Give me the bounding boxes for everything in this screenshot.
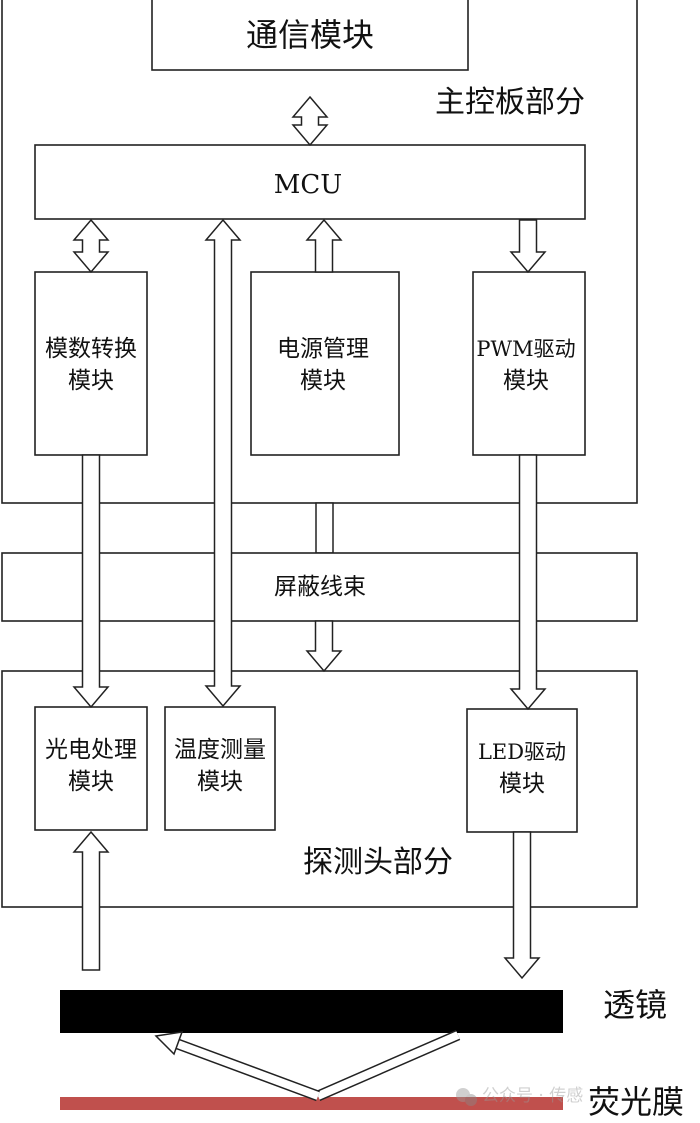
reflection-path: [154, 1029, 461, 1102]
light-in-arrow: [72, 830, 110, 971]
adc-mcu-arrow: [72, 218, 110, 274]
photo-module-label-1: 光电处理: [45, 737, 137, 763]
power-module-label-1: 电源管理: [277, 336, 369, 362]
lens-bar: [60, 990, 563, 1033]
reflection-in-fill: [173, 1039, 320, 1100]
power-mcu-arrow: [305, 218, 343, 273]
pwm-module-box: [472, 271, 586, 456]
adc-module-label-2: 模块: [68, 368, 114, 394]
power-module-label-2: 模块: [300, 368, 346, 394]
wechat-icon-bubble: [465, 1094, 477, 1106]
shield-harness-label: 屏蔽线束: [274, 574, 366, 600]
pwm-module-label-1: PWM驱动: [476, 337, 575, 361]
reflection-out-fill: [316, 1031, 460, 1100]
adc-module-label-1: 模数转换: [45, 336, 137, 362]
led-module-label-2: 模块: [499, 771, 545, 797]
pwm-module-label-2: 模块: [503, 368, 549, 394]
temp-module-box: [164, 706, 276, 831]
bundle-lower-arrow: [305, 620, 343, 673]
temp-module-label-2: 模块: [197, 769, 243, 795]
wechat-icon: [456, 1088, 470, 1102]
photo-module-label-2: 模块: [68, 769, 114, 795]
temp-module-label-1: 温度测量: [174, 737, 266, 763]
watermark-text: 公众号 · 传感: [482, 1086, 583, 1106]
mcu-box: [34, 144, 586, 220]
bundle-shaft-upper: [315, 502, 334, 554]
film-label: 荧光膜: [588, 1083, 684, 1121]
power-module-box: [250, 271, 400, 456]
lens-label: 透镜: [603, 986, 667, 1024]
led-module-box: [466, 708, 578, 833]
fluorescent-film-bar: [60, 1097, 563, 1110]
pwm-led-arrow: [509, 454, 547, 711]
comm-module-box: [151, 0, 469, 71]
temp-mcu-arrow: [204, 218, 242, 708]
reflection-arrowhead: [154, 1031, 184, 1056]
comm-mcu-arrow: [291, 95, 329, 147]
detector-head-label: 探测头部分: [303, 845, 453, 880]
adc-photo-arrow: [72, 454, 110, 709]
led-module-label-1: LED驱动: [478, 740, 566, 764]
mcu-pwm-arrow: [509, 219, 547, 274]
mcu-label: MCU: [274, 170, 342, 200]
watermark: 公众号 · 传感: [456, 1086, 583, 1106]
photo-module-box: [34, 706, 148, 831]
arrows-layer: [72, 95, 547, 980]
led-lens-arrow: [503, 831, 541, 980]
main-board-label: 主控板部分: [435, 85, 585, 120]
adc-module-box: [34, 271, 148, 456]
comm-module-label: 通信模块: [246, 16, 374, 54]
